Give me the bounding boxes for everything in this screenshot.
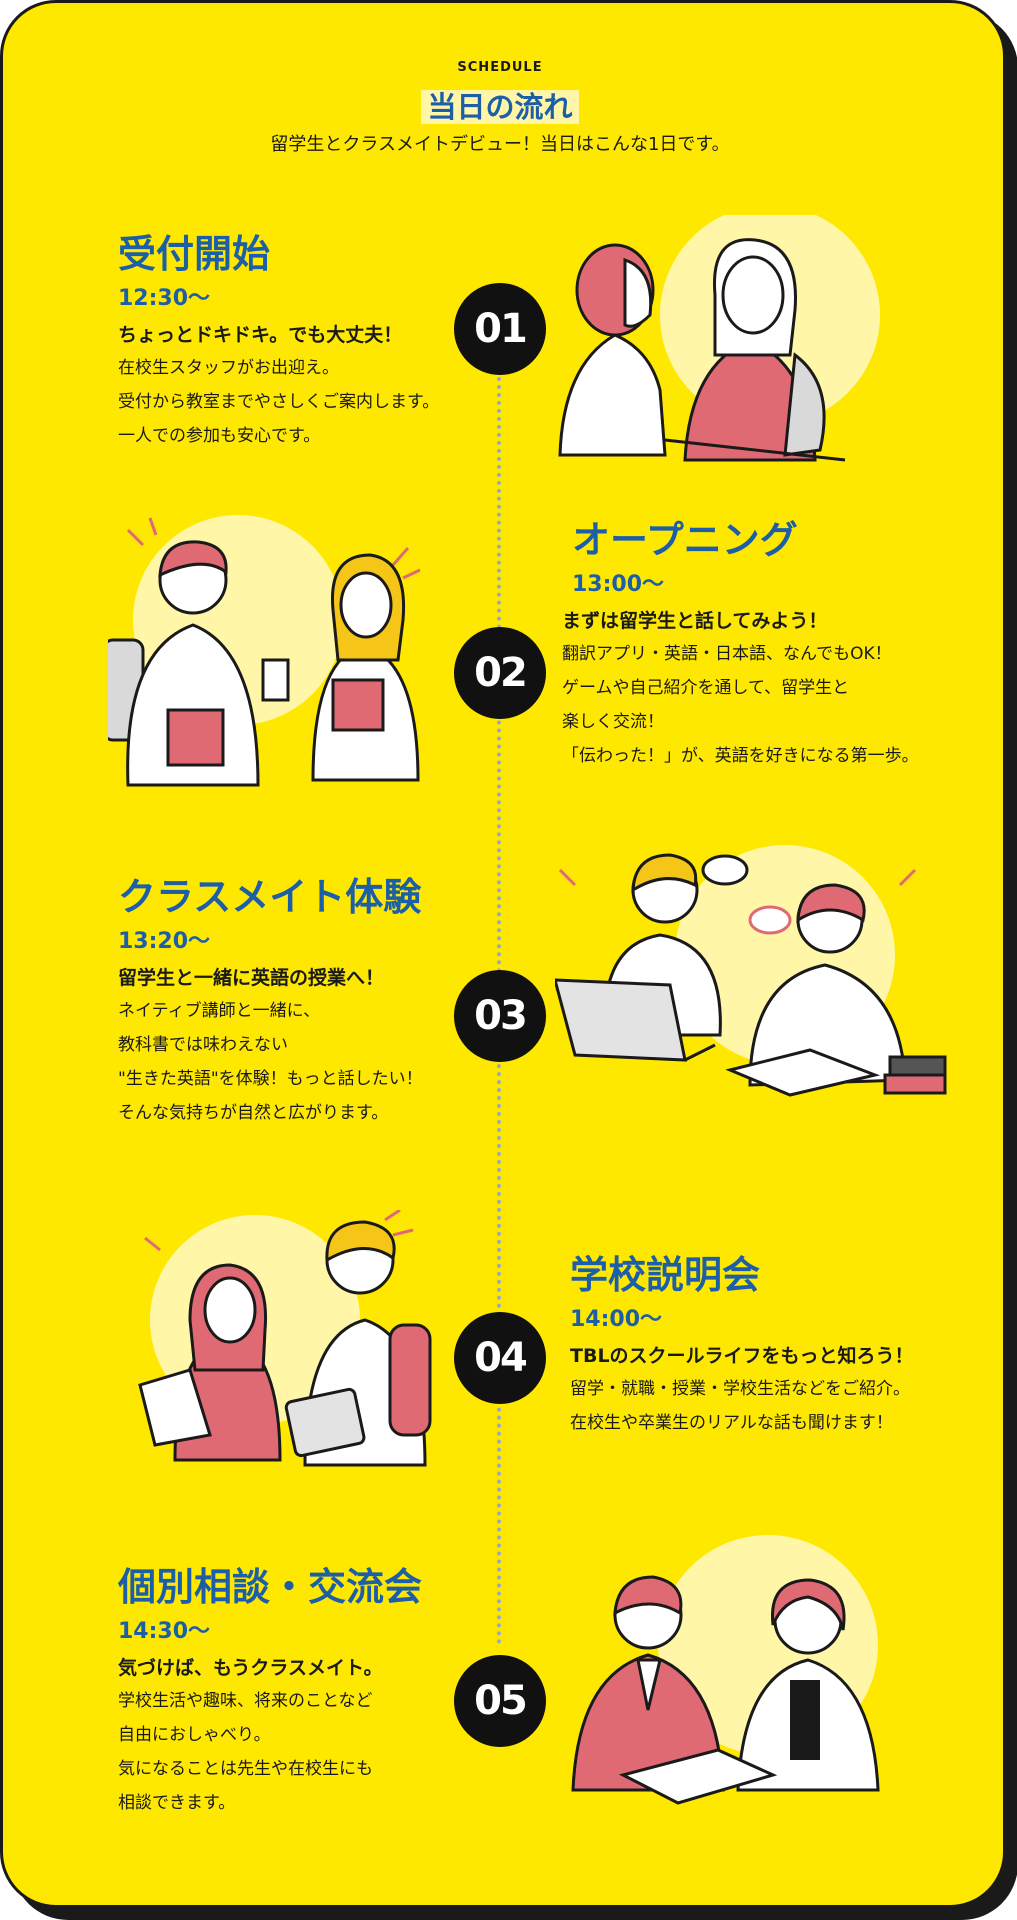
school-guide-illustration [138,1210,432,1467]
consultation-illustration [571,1535,880,1805]
step-title: 受付開始 [118,232,271,276]
step-text-line: 気になることは先生や在校生にも [118,1758,373,1779]
step-text-line: 相談できます。 [118,1792,236,1813]
step-catchphrase: TBLのスクールライフをもっと知ろう！ [570,1344,914,1367]
step-number-badge: 04 [454,1312,546,1404]
step-time: 12:30〜 [118,285,211,311]
page-title-text: 当日の流れ [421,90,579,124]
step-catchphrase: まずは留学生と話してみよう！ [562,609,828,632]
step-title: 学校説明会 [570,1253,761,1297]
step-text-line: 留学・就職・授業・学校生活などをご紹介。 [570,1378,910,1399]
step-time: 14:00〜 [570,1306,663,1332]
step-text-line: 一人での参加も安心です。 [118,425,321,446]
step-time: 13:00〜 [572,571,665,597]
step-text-line: 受付から教室までやさしくご案内します。 [118,391,440,412]
step-time: 13:20〜 [118,928,211,954]
step-number-badge: 05 [454,1655,546,1747]
students-greeting-illustration [108,515,421,787]
section-eyebrow: SCHEDULE [457,60,543,75]
step-text-line: 翻訳アプリ・英語・日本語、なんでもOK！ [562,643,892,664]
step-number-badge: 02 [454,627,546,719]
step-text-line: 教科書では味わえない [118,1034,288,1055]
step-catchphrase: 気づけば、もうクラスメイト。 [118,1656,383,1679]
page-lead: 留学生とクラスメイトデビュー！当日はこんな1日です。 [270,134,730,155]
step-title: オープニング [572,518,798,562]
step-01: 受付開始 12:30〜 ちょっとドキドキ。でも大丈夫！ 在校生スタッフがお出迎え… [118,232,518,453]
step-02: オープニング 13:00〜 まずは留学生と話してみよう！ 翻訳アプリ・英語・日本… [562,518,972,773]
step-number-badge: 03 [454,970,546,1062]
step-time: 14:30〜 [118,1618,211,1644]
step-catchphrase: ちょっとドキドキ。でも大丈夫！ [118,323,403,346]
reception-illustration [558,215,880,462]
step-title: 個別相談・交流会 [118,1565,423,1609]
step-text-line: 「伝わった！」が、英語を好きになる第一歩。 [562,745,919,766]
step-number-badge: 01 [454,283,546,375]
page-title: 当日の流れ [0,84,1000,126]
step-text-line: 在校生や卒業生のリアルな話も聞けます！ [570,1412,893,1433]
step-05: 個別相談・交流会 14:30〜 気づけば、もうクラスメイト。 学校生活や趣味、将… [118,1565,518,1820]
step-text-line: 楽しく交流！ [562,711,664,732]
classroom-illustration [555,845,947,1097]
step-text-line: そんな気持ちが自然と広がります。 [118,1102,389,1123]
step-text-line: ゲームや自己紹介を通して、留学生と [562,677,850,698]
step-text-line: 在校生スタッフがお出迎え。 [118,357,339,378]
step-04: 学校説明会 14:00〜 TBLのスクールライフをもっと知ろう！ 留学・就職・授… [570,1253,970,1440]
step-text-line: 自由におしゃべり。 [118,1724,271,1745]
step-text-line: "生きた英語"を体験！もっと話したい！ [118,1068,423,1089]
step-text-line: 学校生活や趣味、将来のことなど [118,1690,373,1711]
step-03: クラスメイト体験 13:20〜 留学生と一緒に英語の授業へ！ ネイティブ講師と一… [118,875,518,1130]
step-text-line: ネイティブ講師と一緒に、 [118,1000,321,1021]
step-catchphrase: 留学生と一緒に英語の授業へ！ [118,966,385,989]
step-title: クラスメイト体験 [118,875,422,919]
